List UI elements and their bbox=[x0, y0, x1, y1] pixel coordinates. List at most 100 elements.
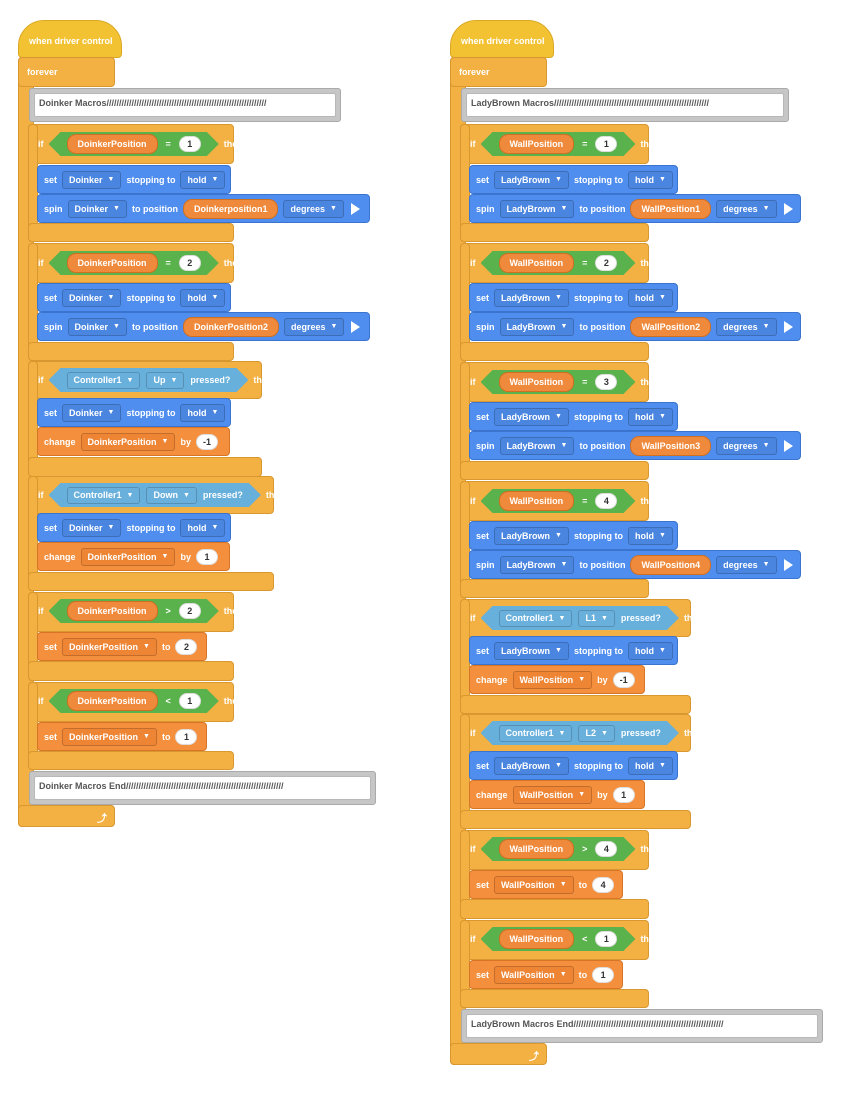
motor-dropdown[interactable]: Doinker▼ bbox=[67, 199, 127, 218]
button-dropdown[interactable]: Up▼ bbox=[146, 372, 184, 389]
hold-dropdown[interactable]: hold▼ bbox=[627, 641, 673, 660]
set-stopping-block[interactable]: set Doinker▼ stopping to hold▼ bbox=[37, 513, 231, 542]
comment-text[interactable]: Doinker Macros//////////////////////////… bbox=[34, 93, 336, 117]
motor-dropdown[interactable]: Doinker▼ bbox=[62, 288, 122, 307]
motor-dropdown[interactable]: Doinker▼ bbox=[67, 317, 127, 336]
equals-condition[interactable]: WallPosition = 4 bbox=[481, 489, 636, 513]
number-input[interactable]: -1 bbox=[195, 433, 218, 450]
set-stopping-block[interactable]: set Doinker▼ stopping to hold▼ bbox=[37, 283, 231, 312]
comment-text[interactable]: LadyBrown Macros////////////////////////… bbox=[466, 93, 784, 117]
set-stopping-block[interactable]: set Doinker▼ stopping to hold▼ bbox=[37, 398, 231, 427]
set-variable-block[interactable]: set DoinkerPosition▼ to 2 bbox=[37, 632, 207, 661]
hold-dropdown[interactable]: hold▼ bbox=[180, 403, 226, 422]
number-input[interactable]: 1 bbox=[595, 931, 617, 947]
comment-ladybrown-start[interactable]: LadyBrown Macros////////////////////////… bbox=[461, 88, 789, 122]
number-input[interactable]: 2 bbox=[179, 255, 201, 271]
less-than-condition[interactable]: WallPosition < 1 bbox=[481, 927, 636, 951]
controller-dropdown[interactable]: Controller1▼ bbox=[499, 725, 573, 742]
set-stopping-block[interactable]: set LadyBrown▼ stopping to hold▼ bbox=[469, 402, 678, 431]
equals-condition[interactable]: DoinkerPosition = 2 bbox=[49, 251, 219, 275]
change-variable-block[interactable]: change WallPosition▼ by 1 bbox=[469, 780, 645, 809]
number-input[interactable]: 1 bbox=[592, 966, 615, 983]
variable-dropdown[interactable]: DoinkerPosition▼ bbox=[62, 727, 157, 746]
button-dropdown[interactable]: L2▼ bbox=[578, 725, 614, 742]
set-stopping-block[interactable]: set LadyBrown▼ stopping to hold▼ bbox=[469, 636, 678, 665]
button-dropdown[interactable]: L1▼ bbox=[578, 610, 614, 627]
controller-dropdown[interactable]: Controller1▼ bbox=[67, 372, 141, 389]
motor-dropdown[interactable]: LadyBrown▼ bbox=[494, 756, 569, 775]
number-input[interactable]: 1 bbox=[175, 728, 198, 745]
less-than-condition[interactable]: DoinkerPosition < 1 bbox=[49, 689, 219, 713]
unit-dropdown[interactable]: degrees▼ bbox=[716, 317, 777, 336]
set-stopping-block[interactable]: set Doinker▼ stopping to hold▼ bbox=[37, 165, 231, 194]
variable-reporter[interactable]: WallPosition1 bbox=[630, 198, 712, 219]
set-variable-block[interactable]: set WallPosition▼ to 4 bbox=[469, 870, 623, 899]
number-input[interactable]: 1 bbox=[612, 786, 635, 803]
spin-to-position-block[interactable]: spin LadyBrown▼ to position WallPosition… bbox=[469, 550, 801, 579]
controller-dropdown[interactable]: Controller1▼ bbox=[499, 610, 573, 627]
variable-reporter[interactable]: WallPosition2 bbox=[630, 316, 712, 337]
equals-condition[interactable]: WallPosition = 2 bbox=[481, 251, 636, 275]
number-input[interactable]: 4 bbox=[595, 493, 617, 509]
variable-reporter[interactable]: WallPosition3 bbox=[630, 435, 712, 456]
hold-dropdown[interactable]: hold▼ bbox=[180, 170, 226, 189]
equals-condition[interactable]: WallPosition = 1 bbox=[481, 132, 636, 156]
controller-dropdown[interactable]: Controller1▼ bbox=[67, 487, 141, 504]
motor-dropdown[interactable]: LadyBrown▼ bbox=[494, 288, 569, 307]
unit-dropdown[interactable]: degrees▼ bbox=[283, 317, 345, 336]
variable-reporter[interactable]: DoinkerPosition bbox=[67, 691, 158, 711]
variable-dropdown[interactable]: DoinkerPosition▼ bbox=[80, 432, 176, 451]
variable-dropdown[interactable]: WallPosition▼ bbox=[512, 670, 593, 689]
number-input[interactable]: 2 bbox=[595, 255, 617, 271]
motor-dropdown[interactable]: Doinker▼ bbox=[62, 170, 122, 189]
number-input[interactable]: 2 bbox=[175, 638, 198, 655]
comment-text[interactable]: Doinker Macros End//////////////////////… bbox=[34, 776, 371, 800]
variable-reporter[interactable]: WallPosition4 bbox=[630, 554, 712, 575]
motor-dropdown[interactable]: LadyBrown▼ bbox=[499, 436, 575, 455]
spin-to-position-block[interactable]: spin Doinker▼ to position DoinkerPositio… bbox=[37, 312, 370, 341]
variable-reporter[interactable]: DoinkerPosition bbox=[67, 134, 158, 154]
hold-dropdown[interactable]: hold▼ bbox=[627, 407, 673, 426]
change-variable-block[interactable]: change WallPosition▼ by -1 bbox=[469, 665, 645, 694]
equals-condition[interactable]: WallPosition = 3 bbox=[481, 370, 636, 394]
set-stopping-block[interactable]: set LadyBrown▼ stopping to hold▼ bbox=[469, 521, 678, 550]
button-dropdown[interactable]: Down▼ bbox=[146, 487, 196, 504]
comment-doinker-start[interactable]: Doinker Macros//////////////////////////… bbox=[29, 88, 341, 122]
motor-dropdown[interactable]: LadyBrown▼ bbox=[499, 199, 575, 218]
controller-pressed-condition[interactable]: Controller1▼ Up▼ pressed? bbox=[49, 368, 249, 392]
variable-reporter[interactable]: WallPosition bbox=[499, 134, 575, 154]
comment-ladybrown-end[interactable]: LadyBrown Macros End////////////////////… bbox=[461, 1009, 823, 1043]
change-variable-block[interactable]: change DoinkerPosition▼ by -1 bbox=[37, 427, 230, 456]
spin-to-position-block[interactable]: spin LadyBrown▼ to position WallPosition… bbox=[469, 431, 801, 460]
variable-reporter[interactable]: WallPosition bbox=[499, 839, 575, 859]
unit-dropdown[interactable]: degrees▼ bbox=[716, 436, 777, 455]
number-input[interactable]: 1 bbox=[595, 136, 617, 152]
spin-to-position-block[interactable]: spin LadyBrown▼ to position WallPosition… bbox=[469, 312, 801, 341]
set-variable-block[interactable]: set WallPosition▼ to 1 bbox=[469, 960, 623, 989]
when-driver-control-hat[interactable]: when driver control bbox=[18, 20, 122, 58]
hold-dropdown[interactable]: hold▼ bbox=[627, 288, 673, 307]
comment-doinker-end[interactable]: Doinker Macros End//////////////////////… bbox=[29, 771, 376, 805]
number-input[interactable]: 2 bbox=[179, 603, 201, 619]
motor-dropdown[interactable]: LadyBrown▼ bbox=[499, 555, 575, 574]
hold-dropdown[interactable]: hold▼ bbox=[627, 756, 673, 775]
set-stopping-block[interactable]: set LadyBrown▼ stopping to hold▼ bbox=[469, 165, 678, 194]
set-stopping-block[interactable]: set LadyBrown▼ stopping to hold▼ bbox=[469, 283, 678, 312]
hold-dropdown[interactable]: hold▼ bbox=[180, 288, 226, 307]
equals-condition[interactable]: DoinkerPosition = 1 bbox=[49, 132, 219, 156]
variable-dropdown[interactable]: WallPosition▼ bbox=[512, 785, 593, 804]
controller-pressed-condition[interactable]: Controller1▼ Down▼ pressed? bbox=[49, 483, 261, 507]
unit-dropdown[interactable]: degrees▼ bbox=[716, 199, 777, 218]
number-input[interactable]: 3 bbox=[595, 374, 617, 390]
unit-dropdown[interactable]: degrees▼ bbox=[716, 555, 777, 574]
number-input[interactable]: 4 bbox=[592, 876, 615, 893]
variable-reporter[interactable]: DoinkerPosition bbox=[67, 253, 158, 273]
variable-reporter[interactable]: Doinkerposition1 bbox=[182, 198, 279, 219]
motor-dropdown[interactable]: LadyBrown▼ bbox=[499, 317, 575, 336]
variable-reporter[interactable]: WallPosition bbox=[499, 491, 575, 511]
variable-dropdown[interactable]: WallPosition▼ bbox=[494, 965, 574, 984]
number-input[interactable]: 1 bbox=[195, 548, 218, 565]
motor-dropdown[interactable]: Doinker▼ bbox=[62, 518, 122, 537]
hold-dropdown[interactable]: hold▼ bbox=[627, 526, 673, 545]
unit-dropdown[interactable]: degrees▼ bbox=[283, 199, 344, 218]
